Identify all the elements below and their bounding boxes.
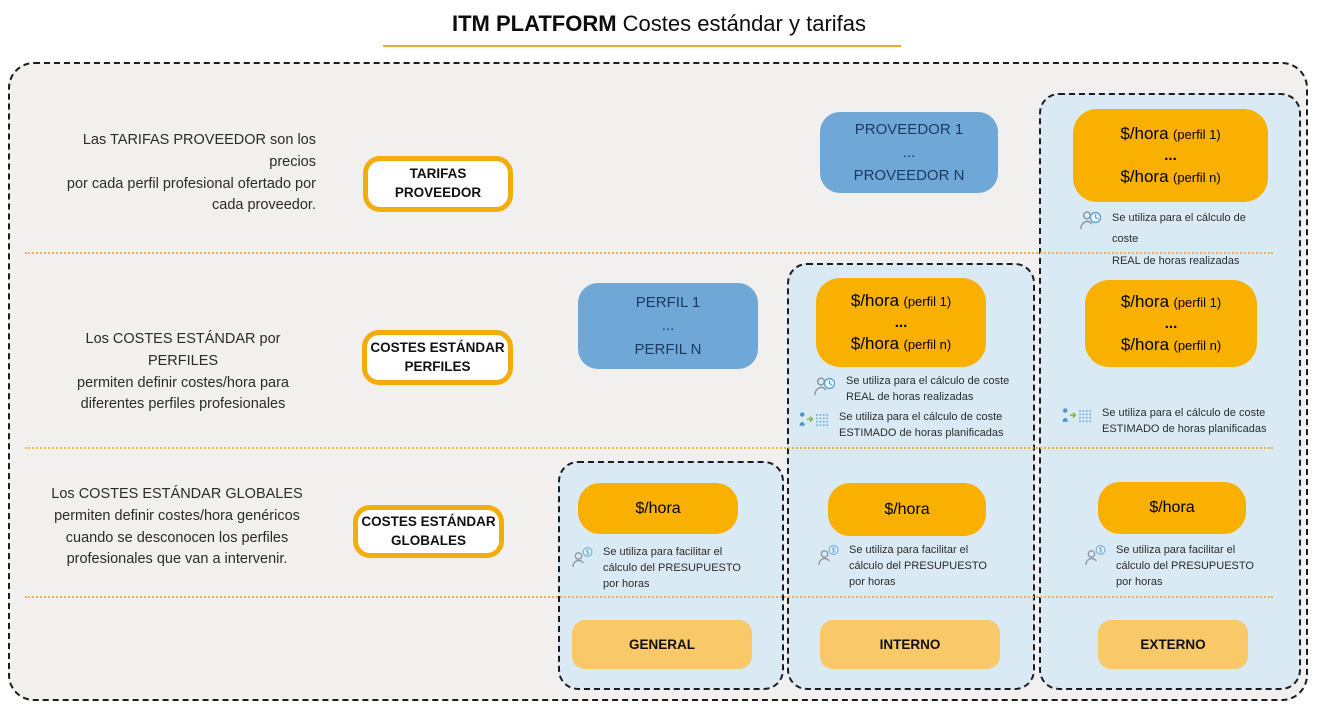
- tag-tarifas-proveedor: TARIFAS PROVEEDOR: [363, 156, 513, 212]
- entity-box-proveedores: PROVEEDOR 1 ... PROVEEDOR N: [820, 112, 998, 193]
- price-line: $/hora (perfil 1): [1120, 291, 1222, 311]
- tag-costes-estandar-globales: COSTES ESTÁNDAR GLOBALES: [353, 505, 504, 558]
- person-budget-icon: $: [1085, 544, 1106, 565]
- person-planning-icon: [799, 412, 829, 427]
- row-divider-3: [25, 596, 1273, 598]
- svg-text:$: $: [586, 549, 590, 556]
- price-box-interno-global: $/hora: [828, 483, 986, 536]
- column-label-interno: INTERNO: [820, 620, 1000, 669]
- description-tarifas-proveedor: Las TARIFAS PROVEEDOR son los precios po…: [66, 132, 316, 214]
- note-externo-presupuesto: $ Se utiliza para facilitar el cálculo d…: [1084, 543, 1276, 591]
- person-planning-icon: [1062, 408, 1092, 423]
- price-line: $/hora (perfil n): [850, 333, 952, 353]
- note-interno-coste-real: Se utiliza para el cálculo de coste REAL…: [812, 374, 1030, 406]
- tag-costes-estandar-perfiles: COSTES ESTÁNDAR PERFILES: [362, 330, 513, 385]
- note-externo-coste-real: Se utiliza para el cálculo de coste REAL…: [1078, 208, 1270, 272]
- page-title: ITM PLATFORM Costes estándar y tarifas: [0, 11, 1318, 37]
- svg-text:$: $: [832, 547, 836, 554]
- price-box-general-global: $/hora: [578, 483, 738, 534]
- person-clock-icon: [814, 377, 836, 396]
- column-label-externo: EXTERNO: [1098, 620, 1248, 669]
- price-box-externo-global: $/hora: [1098, 482, 1246, 534]
- price-line: $/hora (perfil n): [1120, 166, 1221, 186]
- person-budget-icon: $: [572, 546, 593, 567]
- person-clock-icon: [1080, 211, 1102, 230]
- price-box-externo-tarifas: $/hora (perfil 1) ... $/hora (perfil n): [1073, 109, 1268, 202]
- note-externo-coste-estimado: Se utiliza para el cálculo de coste ESTI…: [1062, 406, 1294, 438]
- row-divider-1: [25, 252, 1273, 254]
- row-divider-2: [25, 447, 1273, 449]
- note-interno-coste-estimado: Se utiliza para el cálculo de coste ESTI…: [799, 410, 1031, 442]
- title-underline: [383, 45, 901, 47]
- page-title-brand: ITM PLATFORM: [451, 11, 617, 36]
- ellipsis: ...: [1164, 314, 1178, 332]
- description-costes-globales: Los COSTES ESTÁNDAR GLOBALES permiten de…: [51, 486, 303, 568]
- ellipsis: ...: [1164, 146, 1177, 164]
- person-budget-icon: $: [818, 544, 839, 565]
- price-line: $/hora (perfil n): [1120, 334, 1222, 354]
- note-general-presupuesto: $ Se utiliza para facilitar el cálculo d…: [571, 545, 763, 593]
- description-costes-perfiles: Los COSTES ESTÁNDAR por PERFILES permite…: [77, 331, 289, 413]
- note-interno-presupuesto: $ Se utiliza para facilitar el cálculo d…: [817, 543, 1009, 591]
- page-title-subtitle: Costes estándar y tarifas: [622, 11, 867, 36]
- price-line: $/hora (perfil 1): [850, 290, 952, 310]
- svg-text:$: $: [1099, 547, 1103, 554]
- ellipsis: ...: [894, 313, 908, 331]
- column-label-general: GENERAL: [572, 620, 752, 669]
- price-box-externo-perfiles: $/hora (perfil 1) ... $/hora (perfil n): [1085, 280, 1257, 367]
- entity-box-perfiles: PERFIL 1 ... PERFIL N: [578, 283, 758, 369]
- price-box-interno-perfiles: $/hora (perfil 1) ... $/hora (perfil n): [816, 278, 986, 367]
- price-line: $/hora (perfil 1): [1120, 123, 1221, 143]
